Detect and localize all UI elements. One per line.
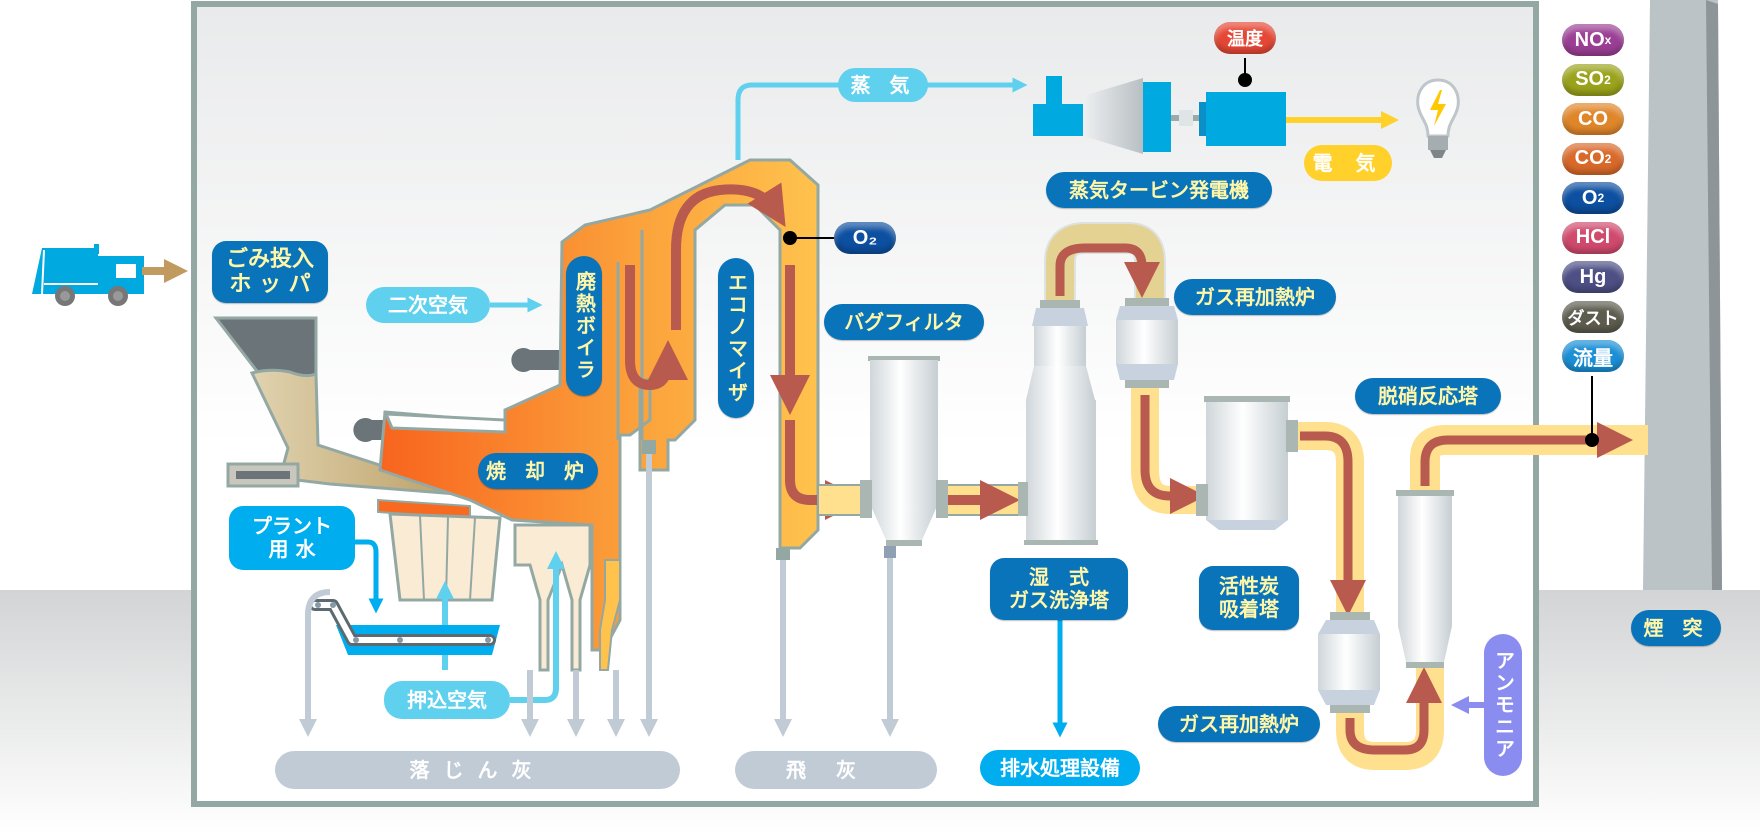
- stack-monitor-badge-hcl: HCl: [1562, 221, 1624, 254]
- stack-monitor-label: CO: [1574, 147, 1605, 169]
- bottom-ash-label: 落じん灰: [275, 751, 680, 789]
- flue-gas-arrow: [1420, 422, 1633, 486]
- fly-ash-lines: [774, 558, 899, 737]
- flue-gas-arrow: [1345, 667, 1442, 755]
- temperature-sensor-badge: 温度: [1214, 22, 1276, 54]
- hopper-label: ごみ投入 ホ ッ パ: [212, 241, 328, 303]
- gas-reheater-upper-equipment: [1116, 298, 1178, 388]
- wet-scrubber-label: 湿 式 ガス洗浄塔: [990, 558, 1128, 620]
- stack-monitor-label: 流量: [1573, 347, 1613, 370]
- plant-building-frame: [191, 1, 1539, 807]
- activated-carbon-tower-label: 活性炭 吸着塔: [1199, 566, 1299, 630]
- boiler-o2-sensor-badge: O₂: [834, 222, 896, 254]
- flue-gas-arrow: [1140, 395, 1206, 514]
- fly-ash-label: 飛灰: [735, 751, 937, 789]
- secondary-air-label: 二次空気: [366, 287, 490, 323]
- burner-icon: [511, 348, 560, 372]
- gas-reheater-lower-label: ガス再加熱炉: [1158, 706, 1320, 742]
- stack-monitor-label: CO: [1578, 107, 1608, 130]
- wastewater-treatment-label: 排水処理設備: [980, 750, 1140, 786]
- economizer-label: エコノマイザ: [718, 258, 754, 418]
- flue-gas-arrow: [625, 265, 688, 391]
- steam-line: [735, 77, 1028, 160]
- flue-gas-arrow: [1055, 243, 1160, 298]
- furnace-boiler-body: [377, 158, 820, 672]
- stack-monitor-badge-ダスト: ダスト: [1562, 300, 1624, 333]
- bottom-ash-lines: [299, 454, 658, 737]
- plant-water-label: プラント 用 水: [229, 506, 355, 570]
- bag-filter-equipment: [860, 356, 948, 558]
- gas-reheater-upper-label: ガス再加熱炉: [1174, 279, 1336, 315]
- flue-duct: [817, 484, 867, 516]
- chimney-structure: [1643, 0, 1722, 590]
- flue-gas-arrow: [785, 420, 865, 520]
- plant-water-arrow: [355, 539, 384, 614]
- stack-monitor-badge-hg: Hg: [1562, 261, 1624, 293]
- turbine-generator-label: 蒸気タービン発電機: [1046, 172, 1272, 208]
- light-bulb-icon: [1416, 78, 1460, 158]
- forced-air-arrow: [510, 551, 565, 703]
- garbage-truck-icon: [32, 244, 144, 306]
- flue-gas-arrow: [1300, 431, 1366, 616]
- wet-scrubber-equipment: [1018, 300, 1098, 545]
- denitration-tower-label: 脱硝反応塔: [1355, 378, 1501, 414]
- bag-filter-label: バグフィルタ: [824, 304, 984, 340]
- stack-monitor-subscript: x: [1604, 33, 1612, 47]
- denitration-tower-equipment: [1396, 490, 1454, 668]
- flow-sensor-point: [1585, 433, 1599, 447]
- ammonia-label: アンモニア: [1484, 634, 1522, 776]
- stack-monitor-label: NO: [1574, 28, 1605, 51]
- stack-monitor-subscript: 2: [1604, 72, 1611, 87]
- flue-gas-arrow: [671, 182, 786, 330]
- stack-monitor-subscript: 2: [1604, 151, 1612, 166]
- activated-carbon-tower-equipment: [1196, 396, 1298, 530]
- stack-monitor-label: Hg: [1579, 265, 1607, 288]
- stack-monitor-label: ダスト: [1567, 309, 1619, 328]
- steam-turbine-generator-icon: [1033, 76, 1286, 154]
- waste-heat-boiler-label: 廃熱ボイラ: [566, 256, 602, 396]
- stack-monitor-subscript: 2: [1597, 191, 1605, 205]
- stack-monitor-label: HCl: [1575, 226, 1611, 248]
- electricity-label: 電 気: [1304, 145, 1392, 181]
- forced-air-label: 押込空気: [384, 681, 510, 719]
- burner-icon: [353, 418, 386, 443]
- steam-label: 蒸 気: [838, 68, 928, 102]
- chimney-label: 煙 突: [1631, 610, 1721, 646]
- stack-monitor-label: O: [1581, 186, 1598, 209]
- stack-monitor-label: SO: [1575, 68, 1605, 90]
- temperature-sensor-point: [1238, 73, 1252, 87]
- stack-monitor-badge-co: CO: [1562, 103, 1624, 135]
- gas-reheater-lower-equipment: [1318, 612, 1380, 713]
- o2-sensor-point: [783, 231, 797, 245]
- stack-monitor-badge-流量: 流量: [1562, 340, 1624, 372]
- ash-conveyor: [309, 599, 500, 655]
- furnace-label: 焼 却 炉: [478, 453, 598, 489]
